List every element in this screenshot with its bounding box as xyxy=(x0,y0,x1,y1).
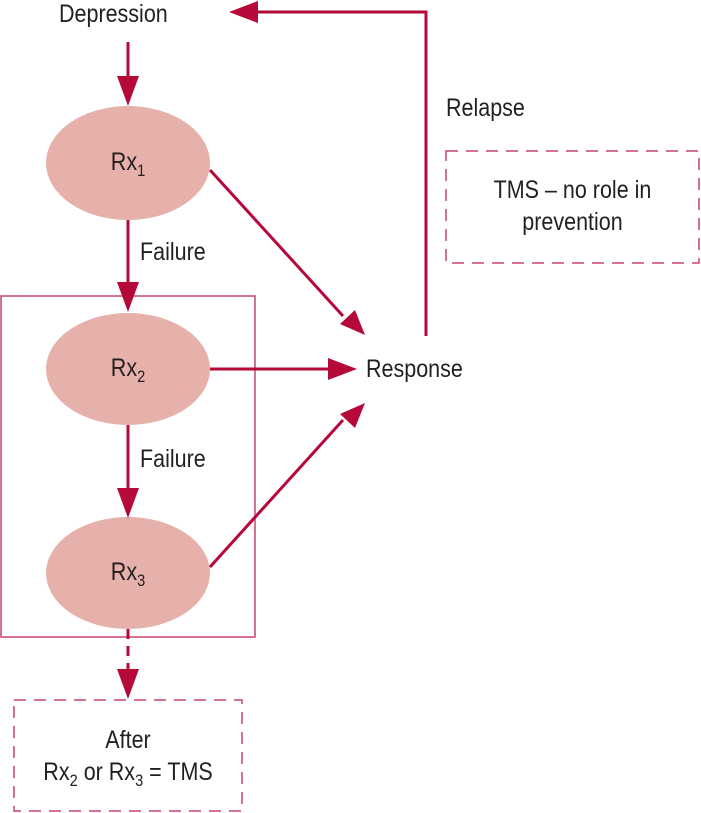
after-rx-a: Rx xyxy=(43,758,70,786)
arrow-rx3-to-response xyxy=(208,418,345,569)
rx3-node xyxy=(46,517,210,629)
failure-label-2: Failure xyxy=(140,445,206,473)
rx3-sub: 3 xyxy=(137,571,146,590)
rx1-node xyxy=(46,106,210,220)
after-rx-b: Rx xyxy=(108,758,136,786)
tms-prevention-line2: prevention xyxy=(522,208,623,236)
rx1-label: Rx1 xyxy=(85,147,171,180)
rx2-node xyxy=(46,313,210,425)
rx3-label: Rx3 xyxy=(85,557,171,590)
rx3-base: Rx xyxy=(110,558,138,586)
arrowhead-rx3-response xyxy=(340,403,365,428)
arrow-relapse xyxy=(258,10,428,336)
arrowhead-relapse xyxy=(229,1,258,23)
after-or: or xyxy=(77,758,109,786)
rx1-sub: 1 xyxy=(137,161,146,180)
relapse-label: Relapse xyxy=(446,94,525,122)
after-rx-b-sub: 3 xyxy=(135,771,144,790)
arrowhead-rx2-response xyxy=(328,358,357,380)
after-line1: After xyxy=(105,726,151,754)
response-label: Response xyxy=(366,355,463,383)
tms-prevention-text: TMS – no role in prevention xyxy=(464,174,682,238)
rx1-base: Rx xyxy=(110,148,138,176)
rx2-label: Rx2 xyxy=(85,353,171,386)
arrowhead-rx1-rx2 xyxy=(117,282,139,312)
after-equals-tms: = TMS xyxy=(143,758,213,786)
after-line2: Rx2 or Rx3 = TMS xyxy=(30,756,226,790)
arrowhead-rx3-after xyxy=(117,669,139,699)
arrowhead-rx2-rx3 xyxy=(117,488,139,518)
tms-prevention-box xyxy=(445,150,700,264)
after-rx-a-sub: 2 xyxy=(69,771,78,790)
arrowhead-rx1-response xyxy=(340,310,365,335)
rx2-sub: 2 xyxy=(137,367,146,386)
tms-prevention-line1: TMS – no role in xyxy=(493,176,652,204)
after-box-text: After Rx2 or Rx3 = TMS xyxy=(30,724,226,790)
failure-label-1: Failure xyxy=(140,238,206,266)
after-box xyxy=(13,699,243,812)
arrow-rx1-to-response xyxy=(208,168,345,318)
arrowhead-depression-rx1 xyxy=(117,76,139,106)
rx2-base: Rx xyxy=(110,354,138,382)
depression-label: Depression xyxy=(59,0,168,28)
